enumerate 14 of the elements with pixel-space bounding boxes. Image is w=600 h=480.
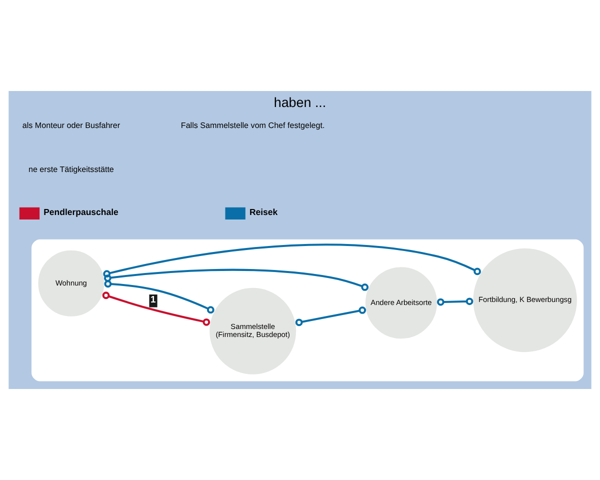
connector [102,292,210,326]
diagram-title: haben ... [274,95,326,110]
connector [104,280,214,314]
connector [295,306,366,326]
node-circle: Fortbildung, K Bewerbungsg [471,246,579,354]
legend-label: Pendlerpauschale [44,207,118,218]
node-circle: Wohnung [36,248,106,318]
node-circle: Andere Arbeitsorte [363,265,439,341]
connector [436,298,474,306]
connector [104,268,369,291]
edge-label: 1 [150,294,156,305]
connector [103,244,481,278]
cluster [32,239,584,382]
legend-label: Reisek [249,207,278,218]
